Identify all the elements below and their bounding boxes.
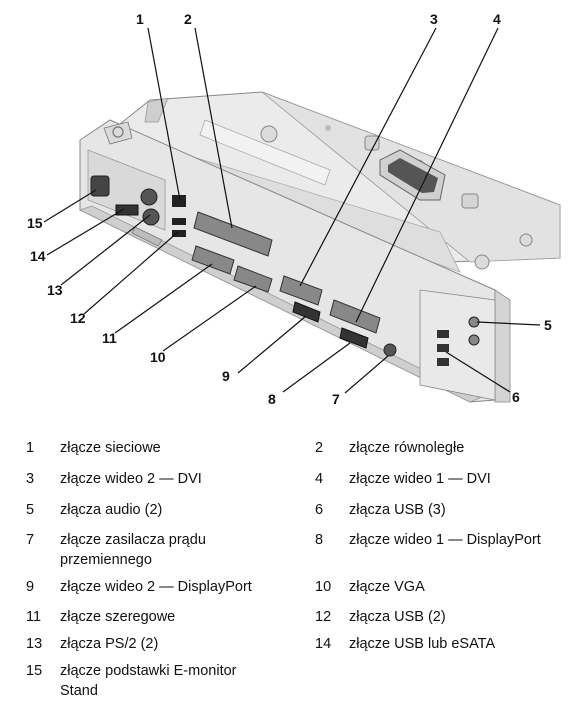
callout-labels: 1 2 3 4 5 6 7 8 9 10 11 12 13 14 15 [27, 11, 552, 407]
legend-number: 13 [26, 636, 43, 652]
legend-number: 8 [315, 532, 324, 548]
callout-12: 12 [70, 310, 86, 326]
legend-number: 14 [315, 636, 332, 652]
legend: 1 złącze sieciowe 2 złącze równoległe 3 … [0, 438, 587, 700]
legend-text: złącza PS/2 (2) [60, 636, 159, 652]
dock-front-panel [78, 119, 511, 403]
legend-text: złącze wideo 1 — DVI [349, 471, 491, 487]
legend-text: złącze VGA [349, 579, 425, 595]
usb-port-pair-1 [172, 218, 186, 225]
legend-number: 6 [315, 502, 324, 518]
legend-number: 10 [315, 579, 332, 595]
parallel-port [193, 211, 273, 257]
usb-port-pair-2 [172, 230, 186, 237]
legend-text: złącze wideo 1 — DisplayPort [349, 532, 541, 548]
legend-number: 9 [26, 579, 35, 595]
callout-2: 2 [184, 11, 192, 27]
legend-text: złącze sieciowe [60, 440, 161, 456]
callout-14: 14 [30, 248, 46, 264]
callout-1: 1 [136, 11, 144, 27]
legend-number: 7 [26, 532, 35, 548]
audio-port-2 [468, 334, 480, 346]
displayport-1 [339, 327, 369, 349]
dock-top-connector [379, 149, 446, 201]
legend-text: złącze równoległe [349, 440, 465, 456]
callout-7: 7 [332, 391, 340, 407]
usb-side-port-1 [437, 330, 449, 338]
network-port [172, 195, 186, 207]
displayport-2 [292, 301, 321, 323]
dvi-port-2 [279, 275, 323, 306]
legend-number: 2 [315, 440, 324, 456]
serial-port [191, 245, 235, 275]
legend-text: złącza USB (2) [349, 609, 446, 625]
callout-4: 4 [493, 11, 501, 27]
usb-side-port-3 [437, 358, 449, 366]
legend-number: 12 [315, 609, 332, 625]
legend-text: złącza USB (3) [349, 502, 446, 518]
docking-station-diagram: 1 2 3 4 5 6 7 8 9 10 11 12 13 14 15 [27, 11, 561, 407]
legend-number: 11 [26, 609, 42, 625]
legend-text: złącze wideo 2 — DVI [60, 471, 202, 487]
callout-5: 5 [544, 317, 552, 333]
legend-number: 5 [26, 502, 35, 518]
legend-number: 1 [26, 440, 35, 456]
callout-8: 8 [268, 391, 276, 407]
legend-number: 4 [315, 471, 324, 487]
vga-port [233, 265, 273, 293]
usb-esata-port [115, 204, 139, 216]
callout-10: 10 [150, 349, 166, 365]
e-monitor-stand-connector [90, 175, 110, 197]
ps2-port-1 [140, 188, 158, 206]
legend-text: złącza audio (2) [60, 502, 163, 518]
legend-number: 3 [26, 471, 35, 487]
legend-text: złącze zasilacza prądu przemiennego [60, 532, 206, 568]
callout-15: 15 [27, 215, 43, 231]
legend-number: 15 [26, 663, 43, 679]
legend-text: złącze szeregowe [60, 609, 176, 625]
callout-3: 3 [430, 11, 438, 27]
usb-side-port-2 [437, 344, 449, 352]
callout-11: 11 [102, 330, 117, 346]
callout-13: 13 [47, 282, 63, 298]
ps2-port-2 [142, 208, 160, 226]
legend-text: złącze wideo 2 — DisplayPort [60, 579, 252, 595]
legend-text: złącze podstawki E-monitor Stand [60, 663, 237, 699]
callout-6: 6 [512, 389, 520, 405]
callout-leaders [43, 27, 541, 394]
dvi-port-1 [329, 299, 381, 334]
legend-text: złącze USB lub eSATA [349, 636, 496, 652]
ac-power-connector [383, 343, 397, 357]
callout-9: 9 [222, 368, 230, 384]
dock-ports [90, 175, 480, 366]
